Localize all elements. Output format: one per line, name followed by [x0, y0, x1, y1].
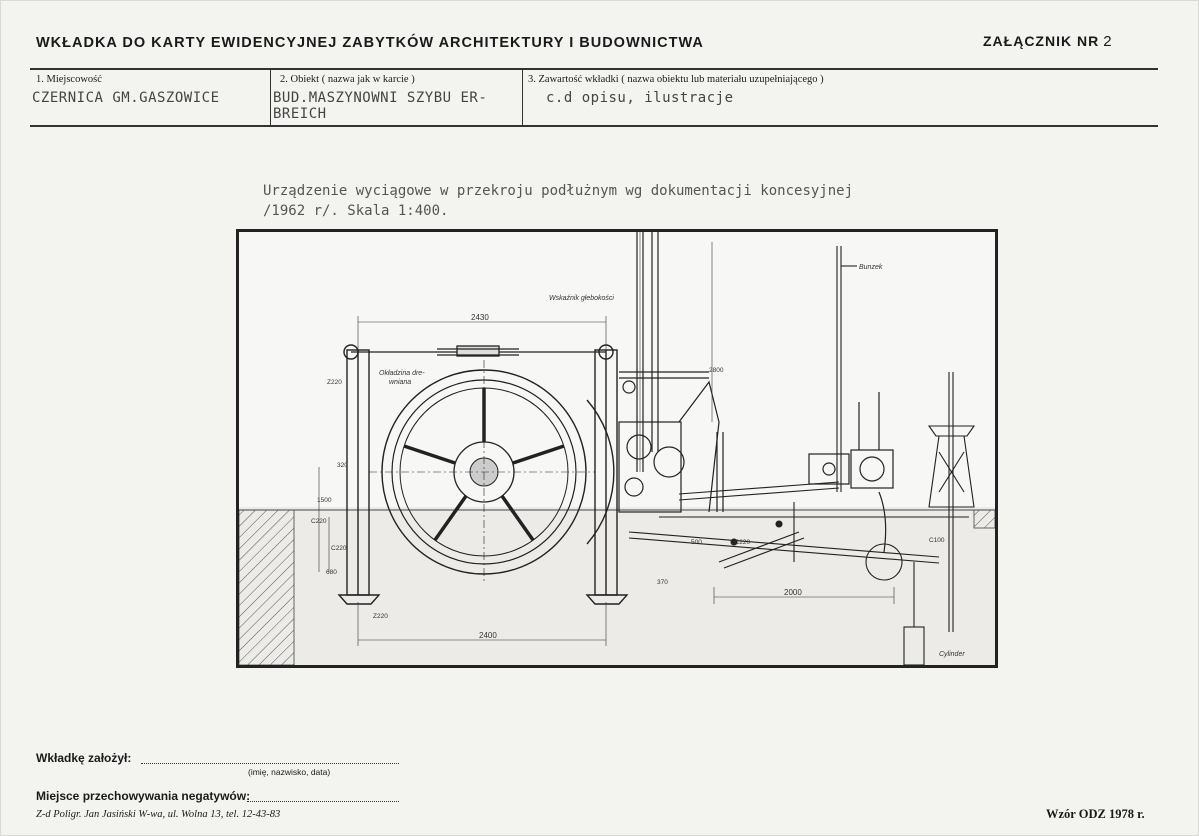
negatives-storage-line[interactable]: [247, 801, 399, 802]
field-3-label: 3. Zawartość wkładki ( nazwa obiektu lub…: [528, 74, 824, 85]
field-top-rule: [30, 68, 1158, 70]
label-c100: C100: [929, 537, 945, 544]
card-title: WKŁADKA DO KARTY EWIDENCYJNEJ ZABYTKÓW A…: [36, 35, 704, 51]
field-2-label: 2. Obiekt ( nazwa jak w karcie ): [280, 74, 415, 85]
caption-line-2: /1962 r/. Skala 1:400.: [263, 203, 449, 219]
foundation-hatch-right: [973, 509, 995, 529]
field-1-label: 1. Miejscowość: [36, 74, 102, 85]
dim-320: 320: [337, 462, 348, 469]
linkage-rods: [628, 481, 969, 569]
field-3-value: c.d opisu, ilustracje: [546, 90, 734, 106]
field-2-value-line1: BUD.MASZYNOWNI SZYBU ER-: [273, 90, 488, 106]
annex-number: 2: [1103, 33, 1113, 50]
dim-right-2000: 2000: [784, 588, 802, 597]
field-divider-2: [522, 68, 523, 126]
label-c220-b: C220: [331, 545, 347, 552]
label-lc220: LC220: [731, 539, 751, 546]
brake-engine-box: [808, 392, 894, 553]
installed-by-label: Wkładkę założył:: [36, 751, 132, 765]
cylinder-tower: [865, 372, 976, 665]
drum-wheel: [369, 360, 595, 582]
negatives-storage-label: Miejsce przechowywania negatywów:: [36, 789, 251, 803]
installed-by-line[interactable]: [141, 763, 399, 764]
control-gear: [618, 371, 724, 513]
hoist-machine-drawing: 2430 2400 2000 Wskaźnik głebokości Bunze…: [236, 229, 998, 668]
dim-370: 370: [657, 579, 668, 586]
depth-indicator-column: [636, 232, 659, 472]
field-2-value-line2: BREICH: [273, 106, 327, 122]
label-z220-bottom: Z220: [373, 613, 388, 620]
printer-imprint: Z-d Poligr. Jan Jasiński W-wa, ul. Wolna…: [36, 809, 281, 820]
dim-1500: 1500: [317, 497, 332, 504]
dim-500: 500: [691, 539, 702, 546]
caption-line-1: Urządzenie wyciągowe w przekroju podłużn…: [263, 183, 854, 199]
form-code: Wzór ODZ 1978 r.: [1046, 807, 1145, 821]
figure-caption: Urządzenie wyciągowe w przekroju podłużn…: [263, 181, 853, 221]
field-1-value: CZERNICA GM.GASZOWICE: [32, 90, 220, 106]
field-divider-1: [270, 68, 271, 126]
dimension-lines: [318, 242, 895, 646]
label-z220-top: Z220: [327, 379, 342, 386]
dim-bottom-2400: 2400: [479, 631, 497, 640]
label-wood-lining-1: Okładzina dre-: [379, 370, 425, 377]
field-bottom-rule: [30, 125, 1158, 127]
label-cylinder: Cylinder: [939, 651, 965, 658]
annex-label-text: ZAŁĄCZNIK NR: [983, 33, 1100, 49]
dim-2800: 2800: [709, 367, 724, 374]
foundation-hatch-left: [239, 509, 295, 665]
installed-by-hint: (imię, nazwisko, data): [248, 767, 331, 777]
label-wood-lining-2: wniana: [389, 379, 411, 386]
drawing-svg: 2430 2400 2000 Wskaźnik głebokości Bunze…: [239, 232, 995, 665]
label-c220-a: C220: [311, 518, 327, 525]
buzzer-pole: [836, 246, 857, 492]
tie-rod: [351, 345, 606, 357]
brake-shoe: [586, 399, 615, 545]
label-buzzer: Bunzek: [859, 264, 883, 271]
dim-680: 680: [326, 569, 337, 576]
label-depth-indicator: Wskaźnik głebokości: [549, 295, 614, 302]
dim-top-2430: 2430: [471, 313, 489, 322]
